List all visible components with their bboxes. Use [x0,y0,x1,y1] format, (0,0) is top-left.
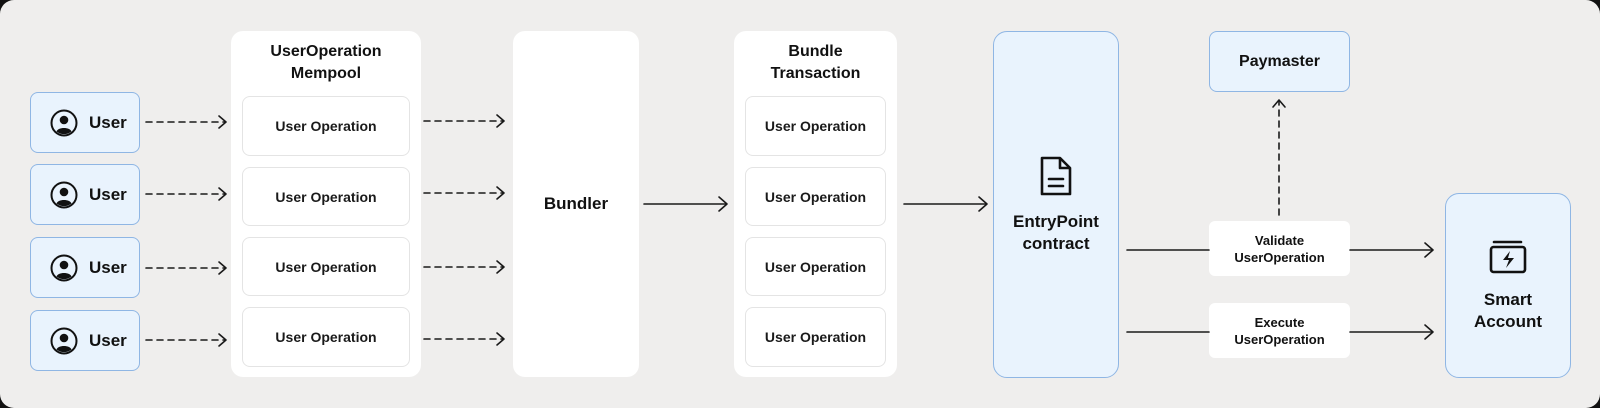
entrypoint-label: EntryPoint contract [1013,211,1099,253]
user-avatar-icon [50,254,78,282]
arrow-bundle-transaction-to-entrypoint [903,196,988,212]
dashed-arrow-mempool-to-bundler [423,260,505,274]
dashed-arrow-mempool-to-bundler [423,114,505,128]
smart-account-label: Smart Account [1474,289,1542,331]
execute-userop-label: Execute UserOperation [1209,303,1350,358]
dashed-arrow-user-to-mempool [145,115,227,129]
user-label: User [89,112,127,132]
mempool-user-operation: User Operation [242,167,410,226]
user-avatar-icon [50,181,78,209]
mempool-user-operation: User Operation [242,96,410,156]
user-label: User [89,330,127,350]
arrow-bundler-to-bundle-transaction [643,196,728,212]
mempool-title: UserOperation Mempool [270,43,382,82]
entrypoint-node: EntryPoint contract [993,31,1119,378]
bundle-user-operation: User Operation [745,237,886,296]
bundle-user-operation: User Operation [745,96,886,156]
dashed-arrow-user-to-mempool [145,261,227,275]
wallet-bolt-icon [1488,239,1528,275]
user-node: User [30,310,140,371]
dashed-arrow-mempool-to-bundler [423,332,505,346]
smart-account-node: Smart Account [1445,193,1571,378]
user-avatar-icon [50,109,78,137]
dashed-arrow-user-to-mempool [145,333,227,347]
paymaster-node: Paymaster [1209,31,1350,92]
dashed-arrow-mempool-to-bundler [423,186,505,200]
mempool-user-operation: User Operation [242,237,410,296]
bundler-node: Bundler [513,31,639,377]
user-label: User [89,257,127,277]
user-node: User [30,237,140,298]
bundle-transaction-title: Bundle Transaction [770,43,861,82]
arrow-execute-to-smart-account [1126,324,1434,340]
arrow-validate-to-smart-account [1126,242,1434,258]
dashed-arrow-to-paymaster [1272,99,1286,216]
validate-userop-label: Validate UserOperation [1209,221,1350,276]
user-node: User [30,164,140,225]
dashed-arrow-user-to-mempool [145,187,227,201]
user-avatar-icon [50,327,78,355]
user-label: User [89,184,127,204]
document-icon [1038,155,1074,197]
bundle-user-operation: User Operation [745,167,886,226]
bundle-user-operation: User Operation [745,307,886,367]
user-node: User [30,92,140,153]
mempool-user-operation: User Operation [242,307,410,367]
